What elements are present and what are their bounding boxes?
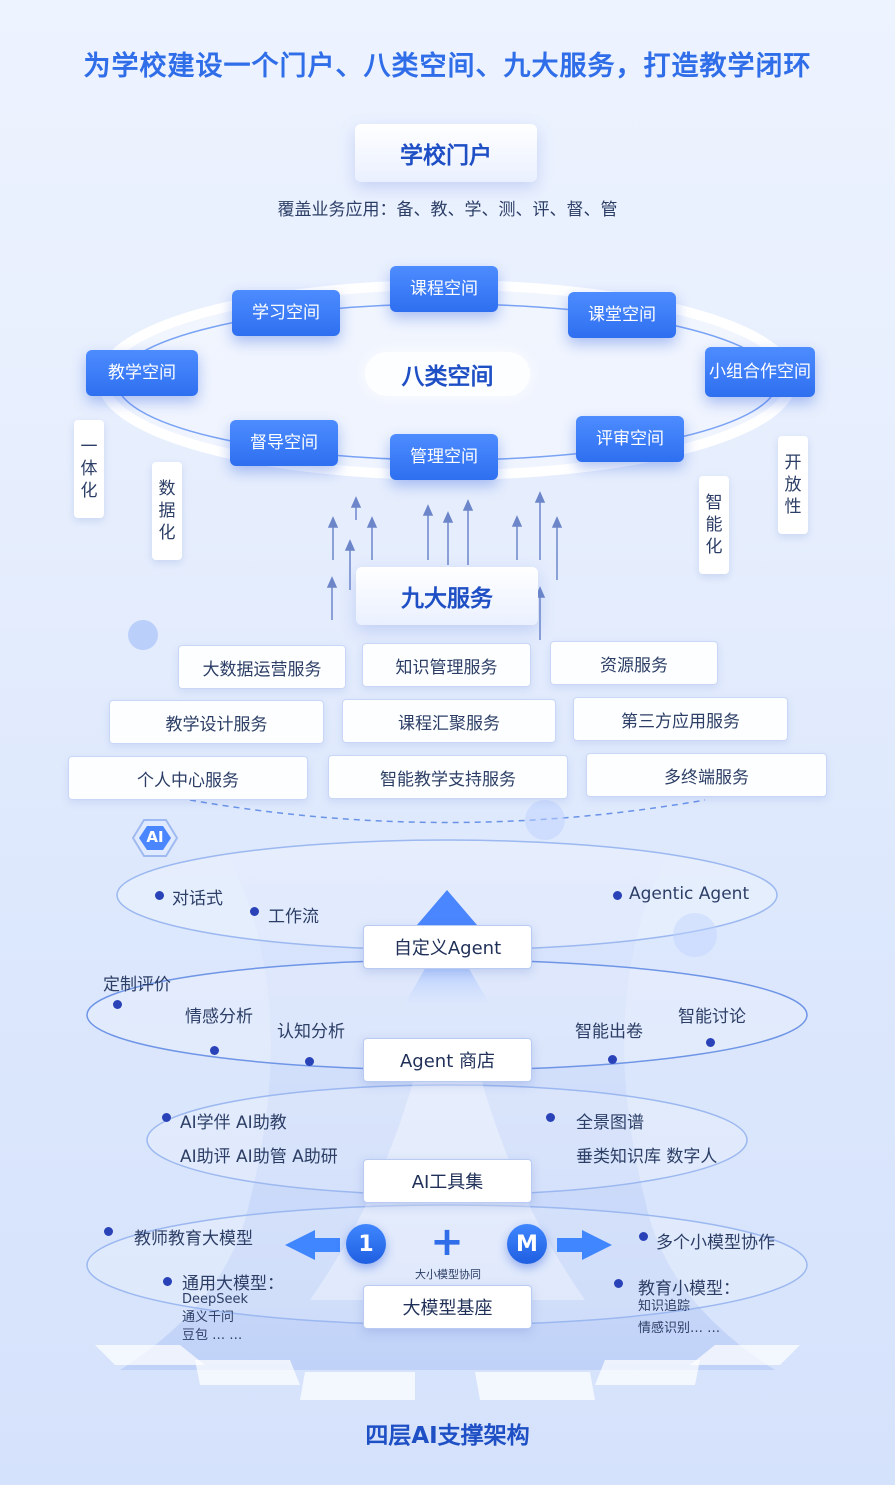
label-emotion-analysis: 情感分析 xyxy=(185,1007,253,1027)
label-edu-small-model-2: 情感识别… … xyxy=(638,1321,721,1336)
layer-box-agent-store: Agent 商店 xyxy=(363,1038,532,1082)
side-tag-data: 数据化 xyxy=(152,462,182,560)
bullet-dot xyxy=(155,891,164,900)
label-general-model-2: 通义千问 xyxy=(182,1310,235,1325)
bullet-dot xyxy=(608,1055,617,1064)
label-vertical-knowledge: 垂类知识库 数字人 xyxy=(576,1147,718,1167)
service-personal-center: 个人中心服务 xyxy=(68,756,308,800)
badge-one: 1 xyxy=(346,1224,386,1264)
label-dialogue: 对话式 xyxy=(172,889,223,909)
bullet-dot xyxy=(546,1113,555,1122)
label-agentic-agent: Agentic Agent xyxy=(629,884,750,904)
label-ai-companion: AI学伴 AI助教 xyxy=(180,1113,287,1133)
label-cognitive-analysis: 认知分析 xyxy=(277,1022,345,1042)
ai-badge-label: AI xyxy=(146,828,164,846)
space-tag-group: 小组合作空间 xyxy=(705,347,815,397)
side-tag-openness: 开放性 xyxy=(778,436,808,534)
space-tag-teaching: 教学空间 xyxy=(86,350,198,396)
label-general-model-1: DeepSeek xyxy=(182,1292,249,1307)
service-resource: 资源服务 xyxy=(550,641,718,685)
plus-icon: + xyxy=(430,1219,464,1265)
layer-box-model-base: 大模型基座 xyxy=(363,1285,532,1329)
label-edu-small-model: 教育小模型： xyxy=(638,1279,740,1299)
services-dashed-curve xyxy=(189,799,706,824)
layer-box-custom-agent: 自定义Agent xyxy=(363,925,532,969)
label-general-model-3: 豆包 … … xyxy=(182,1328,243,1343)
bullet-dot xyxy=(162,1113,171,1122)
ai-funnel xyxy=(120,860,775,1370)
floor-tiles xyxy=(95,1345,800,1400)
space-tag-course: 课程空间 xyxy=(390,266,498,312)
page-title: 为学校建设一个门户、八类空间、九大服务，打造教学闭环 xyxy=(83,51,812,82)
orb xyxy=(525,800,565,840)
label-custom-evaluation: 定制评价 xyxy=(103,975,171,995)
orb xyxy=(673,913,717,957)
ai-hexagon-icon xyxy=(131,819,179,857)
orb xyxy=(128,620,158,650)
space-tag-learning: 学习空间 xyxy=(232,290,340,336)
left-arrow xyxy=(285,1230,340,1260)
label-workflow: 工作流 xyxy=(268,907,319,927)
service-bigdata: 大数据运营服务 xyxy=(178,645,346,689)
bullet-dot xyxy=(113,1000,122,1009)
service-instructional-design: 教学设计服务 xyxy=(109,700,324,744)
label-panorama-graph: 全景图谱 xyxy=(576,1113,644,1133)
label-smart-discussion: 智能讨论 xyxy=(678,1007,746,1027)
ai-architecture-title: 四层AI支撑架构 xyxy=(365,1423,530,1449)
portal-box: 学校门户 xyxy=(355,124,537,182)
label-teacher-model: 教师教育大模型 xyxy=(134,1229,253,1249)
label-smart-paper: 智能出卷 xyxy=(575,1022,643,1042)
service-course-aggregation: 课程汇聚服务 xyxy=(342,699,556,743)
space-tag-classroom: 课堂空间 xyxy=(568,292,676,338)
collaboration-caption: 大小模型协同 xyxy=(415,1268,481,1281)
space-tag-supervision: 督导空间 xyxy=(230,420,338,466)
bullet-dot xyxy=(104,1227,113,1236)
right-arrow xyxy=(557,1230,612,1260)
services-title: 九大服务 xyxy=(356,567,538,625)
space-tag-management: 管理空间 xyxy=(390,434,498,480)
side-tag-integration: 一体化 xyxy=(74,420,104,518)
service-knowledge: 知识管理服务 xyxy=(362,643,531,687)
upward-arrows xyxy=(326,491,563,640)
bullet-dot xyxy=(305,1057,314,1066)
label-ai-evaluation: AI助评 AI助管 A助研 xyxy=(180,1147,338,1167)
label-edu-small-model-1: 知识追踪 xyxy=(638,1299,691,1314)
badge-m: M xyxy=(507,1224,547,1264)
bullet-dot xyxy=(250,907,259,916)
bullet-dot xyxy=(210,1046,219,1055)
service-third-party: 第三方应用服务 xyxy=(573,697,788,741)
portal-subtitle: 覆盖业务应用：备、教、学、测、评、督、管 xyxy=(277,200,618,220)
label-general-model: 通用大模型： xyxy=(182,1274,284,1294)
ai-arrow-head xyxy=(417,890,477,925)
bullet-dot xyxy=(706,1038,715,1047)
bullet-dot xyxy=(614,1279,623,1288)
space-tag-review: 评审空间 xyxy=(576,416,684,462)
ai-badge: AI xyxy=(131,818,179,858)
bullet-dot xyxy=(163,1277,172,1286)
label-multi-small-models: 多个小模型协作 xyxy=(656,1233,775,1253)
layer-box-ai-tools: AI工具集 xyxy=(363,1159,532,1203)
service-multi-terminal: 多终端服务 xyxy=(586,753,827,797)
spaces-center-label: 八类空间 xyxy=(365,352,530,396)
side-tag-intelligence: 智能化 xyxy=(699,476,729,574)
bullet-dot xyxy=(639,1232,648,1241)
bullet-dot xyxy=(613,891,622,900)
service-smart-teaching: 智能教学支持服务 xyxy=(328,755,568,799)
